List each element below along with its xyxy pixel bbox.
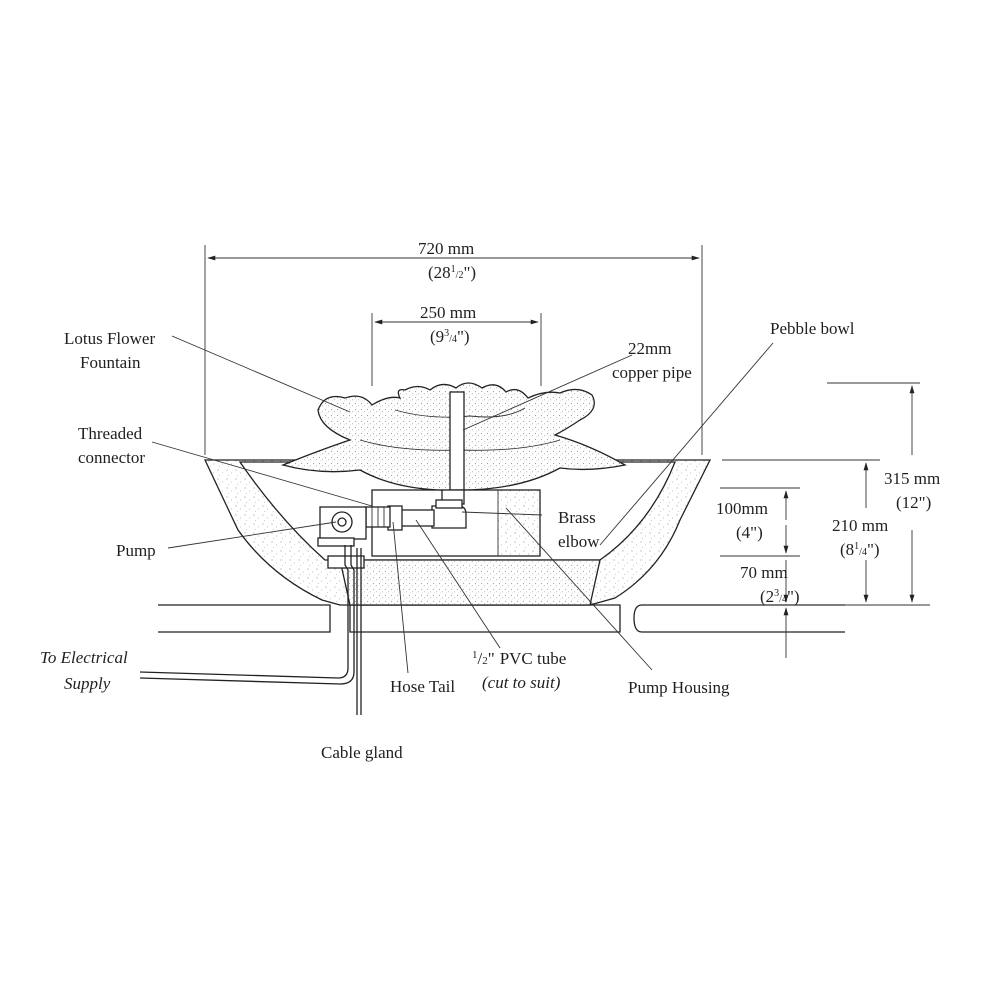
threaded-connector-label-line1: Threaded: [78, 424, 143, 443]
brass-elbow-label-line1: Brass: [558, 508, 596, 527]
fountain-width-frac-num: 3: [444, 328, 449, 339]
pvc-fraction-num: 1: [472, 649, 478, 661]
housing-height-metric: 100mm: [716, 499, 768, 518]
pvc-tube-label: 1/2"PVC tube: [472, 649, 566, 668]
electrical-supply-label-line2: Supply: [64, 674, 111, 693]
leader-lines: [151, 335, 774, 674]
housing-height-imperial: (4"): [736, 523, 763, 542]
threaded-connector: [365, 506, 391, 528]
brass-elbow-label-line2: elbow: [558, 532, 600, 551]
bowl-height-frac-den: 4: [862, 547, 867, 558]
bowl-height-end: "): [867, 540, 880, 559]
pvc-tube-text: PVC tube: [500, 649, 567, 668]
pvc-fraction-den: 2: [482, 655, 488, 667]
overall-width-whole: (28: [428, 263, 451, 282]
copper-pipe-label-line2: copper pipe: [612, 363, 692, 382]
pump-housing-label: Pump Housing: [628, 678, 730, 697]
base-height-frac-den: 4: [782, 594, 787, 605]
fountain-width-metric: 250 mm: [420, 303, 476, 322]
bowl-height-whole: (8: [840, 540, 854, 559]
total-height-imperial: (12"): [896, 493, 931, 512]
bowl-height-frac-num: 1: [854, 541, 859, 552]
base-height-imperial: (23/4"): [760, 587, 800, 606]
lotus-flower-label-line1: Lotus Flower: [64, 329, 155, 348]
pvc-tube: [399, 509, 435, 527]
pvc-inch-mark: ": [488, 649, 495, 668]
overall-width-frac-num: 1: [451, 264, 456, 275]
hose-tail-label: Hose Tail: [390, 677, 455, 696]
base-height-whole: (2: [760, 587, 774, 606]
overall-width-frac-den: 2: [458, 270, 463, 281]
total-height-metric: 315 mm: [884, 469, 940, 488]
copper-pipe: [449, 391, 465, 491]
threaded-connector-label-line2: connector: [78, 448, 145, 467]
brass-elbow: [431, 489, 467, 529]
base-height-end: "): [787, 587, 800, 606]
base-height-frac-num: 3: [774, 588, 779, 599]
pump-label: Pump: [116, 541, 156, 560]
ground-slabs: [158, 604, 845, 633]
overall-width-imperial: (281/2"): [428, 263, 476, 282]
fountain-width-imperial: (93/4"): [430, 327, 470, 346]
copper-pipe-label-line1: 22mm: [628, 339, 671, 358]
electrical-cable: [139, 545, 362, 715]
bowl-height-metric: 210 mm: [832, 516, 888, 535]
lotus-flower-label-line2: Fountain: [80, 353, 141, 372]
overall-width-metric: 720 mm: [418, 239, 474, 258]
cut-to-suit-label: (cut to suit): [482, 673, 561, 692]
fountain-width-frac-den: 4: [452, 334, 457, 345]
overall-width-end: "): [463, 263, 476, 282]
bowl-height-imperial: (81/4"): [840, 540, 880, 559]
fountain-width-whole: (9: [430, 327, 444, 346]
cable-gland-label: Cable gland: [321, 743, 403, 762]
fountain-width-end: "): [457, 327, 470, 346]
dimension-lines: [204, 245, 930, 658]
base-height-metric: 70 mm: [740, 563, 788, 582]
electrical-supply-label-line1: To Electrical: [40, 648, 128, 667]
pebble-bowl-label: Pebble bowl: [770, 319, 855, 338]
